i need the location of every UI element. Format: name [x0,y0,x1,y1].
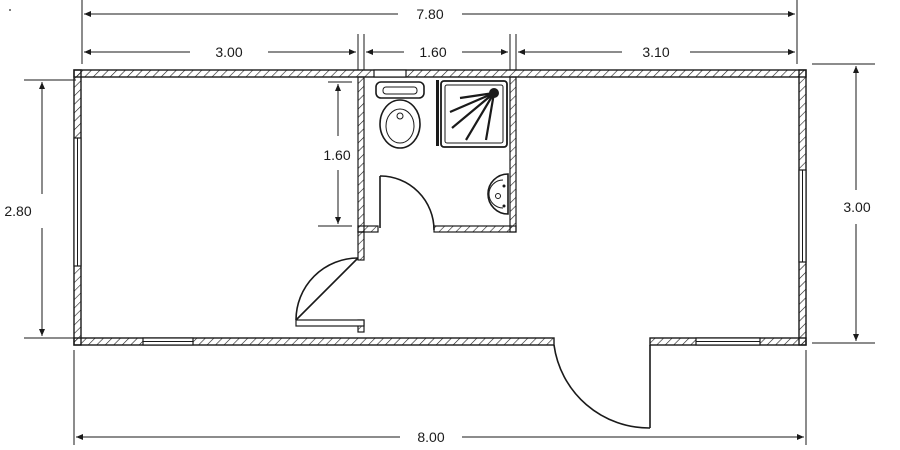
dim-overall-bottom: 8.00 [73,350,807,445]
dim-right-height-label: 3.00 [843,199,870,215]
dim-segments-top: 3.00 1.60 3.10 [84,34,795,70]
windows [73,69,807,346]
outer-walls [73,69,807,346]
left-room-door [295,257,359,321]
entrance-door [553,338,651,429]
bathroom-walls [295,76,517,333]
dim-overall-top-label: 7.80 [416,6,443,22]
dim-overall-top: 7.80 [81,0,798,64]
dim-left-height-label: 2.80 [4,203,31,219]
dim-bath-depth: 1.60 [318,81,352,227]
dim-overall-bottom-label: 8.00 [417,429,444,445]
dim-bath-width-label: 1.60 [419,44,446,60]
shower-icon [440,80,508,148]
toilet-icon [375,81,425,149]
dim-right-height: 3.00 [812,63,875,344]
bathroom-door [379,175,435,231]
dim-left-height: 2.80 [4,79,76,339]
dim-right-room-label: 3.10 [642,44,669,60]
sink-icon [487,173,509,215]
dim-left-room-label: 3.00 [215,44,242,60]
dim-bath-depth-label: 1.60 [323,147,350,163]
